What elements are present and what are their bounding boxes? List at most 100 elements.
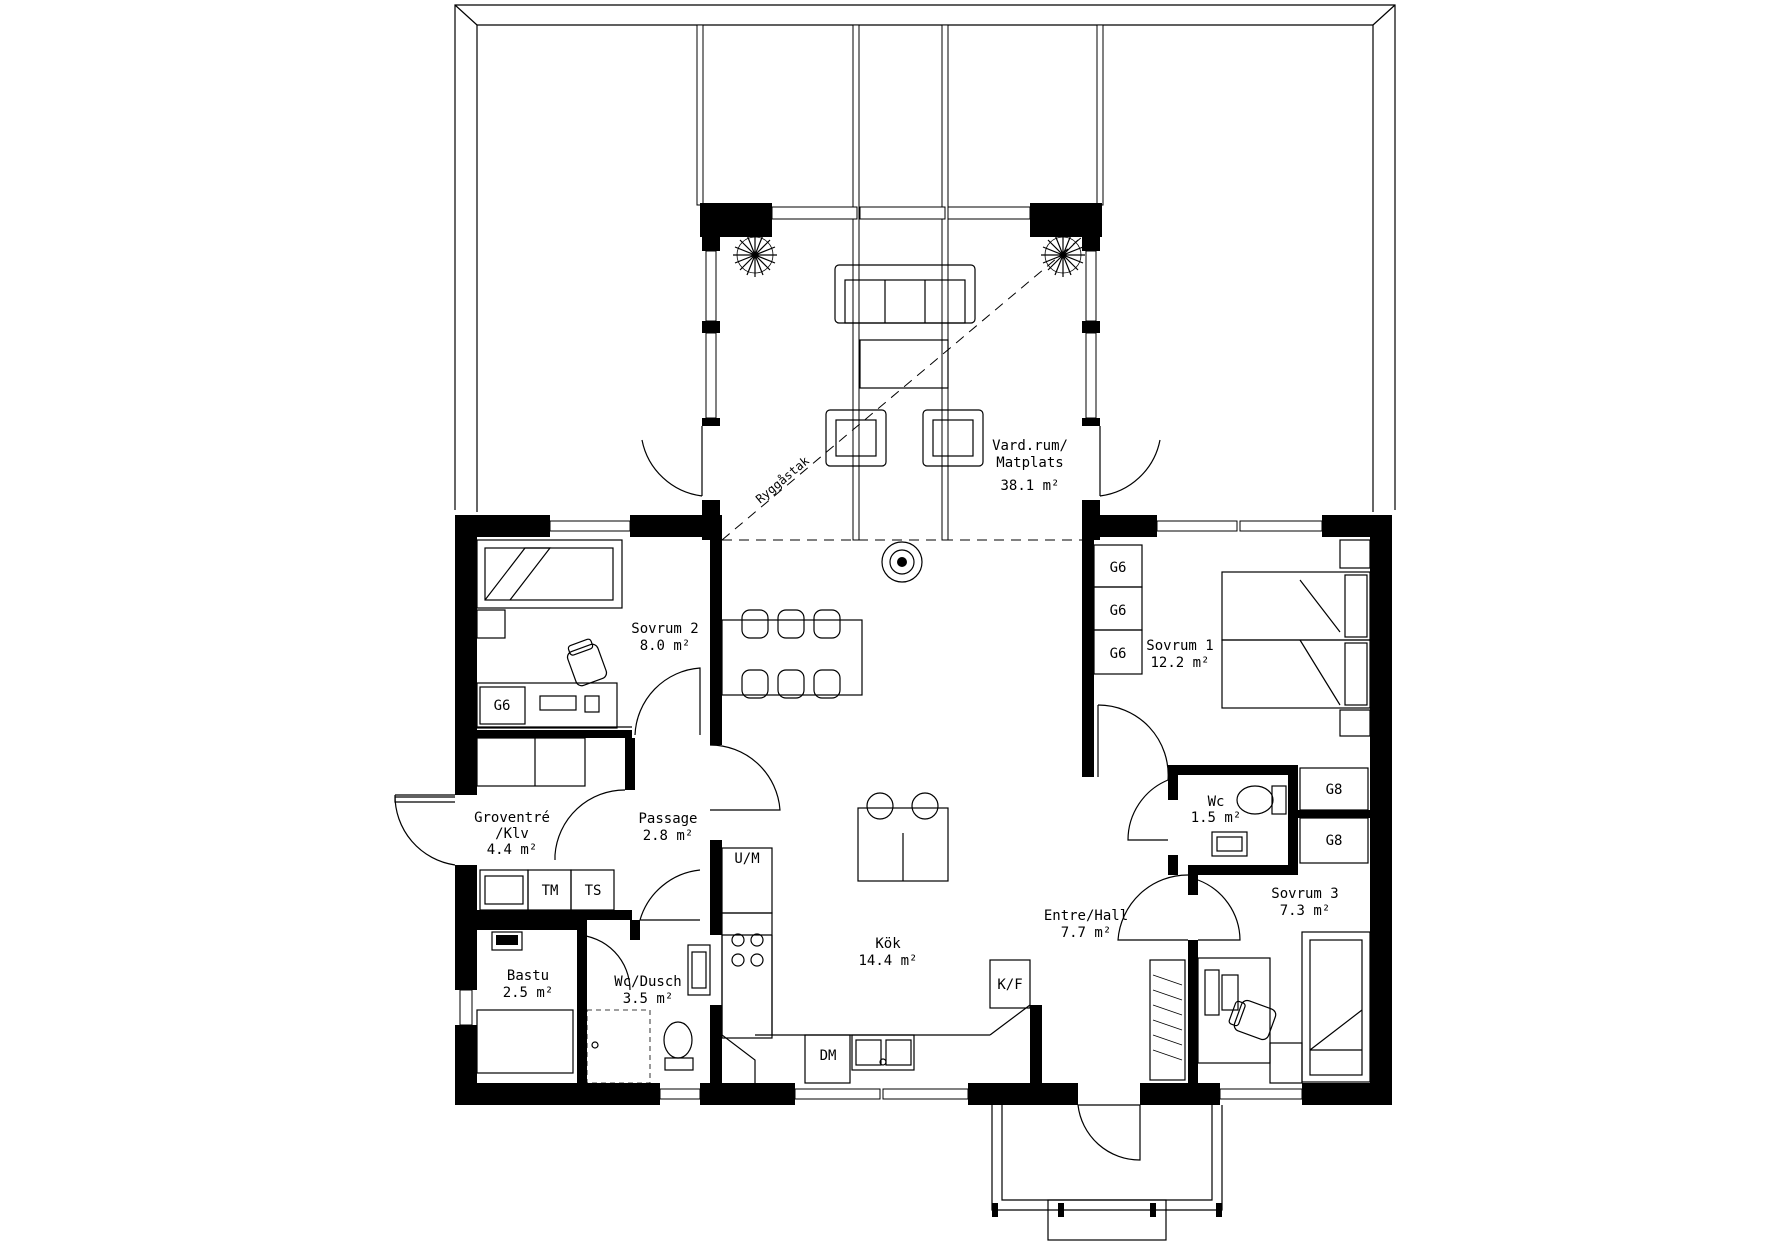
room-name-groventre-2: /Klv xyxy=(495,826,529,842)
door-swing-icon xyxy=(641,426,703,497)
room-name-vardrum-1: Vard.rum/ xyxy=(992,438,1068,454)
window-icon xyxy=(882,1088,969,1100)
room-name-sovrum2: Sovrum 2 xyxy=(631,621,698,637)
plant-icon xyxy=(1041,233,1085,277)
closet-label: G6 xyxy=(1110,560,1127,576)
outer-door-frame xyxy=(394,796,455,803)
room-area-entre: 7.7 m² xyxy=(1061,925,1112,941)
shower-drain xyxy=(591,1041,599,1049)
bed-icon xyxy=(476,539,623,609)
armchair-icon xyxy=(922,409,984,467)
room-area-bastu: 2.5 m² xyxy=(503,985,554,1001)
door-swing-icon xyxy=(1097,704,1169,781)
door-swing-icon xyxy=(394,794,456,866)
armchair-icon xyxy=(825,409,887,467)
room-area-sovrum1: 12.2 m² xyxy=(1150,655,1209,671)
room-area-wc: 1.5 m² xyxy=(1191,810,1242,826)
room-area-kok: 14.4 m² xyxy=(858,953,917,969)
tumble-label: TS xyxy=(585,883,602,899)
closet-label: G8 xyxy=(1326,782,1343,798)
outer-walls xyxy=(455,515,1392,1105)
sauna-heater-icon xyxy=(491,931,523,951)
fridge-freezer xyxy=(989,959,1031,1009)
window-icon xyxy=(1085,332,1097,419)
window-icon xyxy=(705,250,717,322)
desk xyxy=(476,682,632,732)
toilet-icon xyxy=(663,1021,694,1071)
window-icon xyxy=(1219,1088,1303,1100)
room-name-sovrum1: Sovrum 1 xyxy=(1146,638,1213,654)
dining-table xyxy=(721,619,863,696)
desk xyxy=(1197,957,1271,1064)
sofa-icon xyxy=(834,264,976,324)
nightstand xyxy=(476,609,506,639)
nightstand xyxy=(1269,1042,1303,1084)
window-icon xyxy=(1239,520,1323,532)
room-name-kok: Kök xyxy=(875,936,901,952)
door-swing-icon xyxy=(1099,426,1161,497)
room-area-wcdusch: 3.5 m² xyxy=(623,991,674,1007)
bed-icon xyxy=(1301,931,1371,1083)
roof-label: Ryggåstak xyxy=(753,453,812,506)
door-swing-icon xyxy=(1127,779,1169,841)
utility-row xyxy=(479,869,615,911)
door-swing-icon xyxy=(1197,879,1241,941)
window-icon xyxy=(705,332,717,419)
desk-chair-icon xyxy=(566,638,608,687)
room-name-passage: Passage xyxy=(638,811,697,827)
closet-label: G6 xyxy=(494,698,511,714)
shower-area xyxy=(586,1009,651,1084)
room-area-vardrum: 38.1 m² xyxy=(1000,478,1059,494)
dishwasher xyxy=(804,1034,851,1084)
window-icon xyxy=(794,1088,881,1100)
sauna-bench xyxy=(476,1009,574,1074)
dining-chairs xyxy=(741,609,841,699)
passage-closet xyxy=(476,737,586,787)
door-swing-icon xyxy=(1077,1104,1141,1161)
living-bay-walls xyxy=(641,203,1161,540)
pergola-beams xyxy=(696,24,1104,541)
room-name-entre: Entre/Hall xyxy=(1044,908,1128,924)
wardrobe xyxy=(1093,544,1143,675)
room-name-sovrum3: Sovrum 3 xyxy=(1271,886,1338,902)
fireplace-icon xyxy=(881,541,923,583)
room-name-bastu: Bastu xyxy=(507,968,549,984)
window-icon xyxy=(659,1088,701,1100)
room-area-sovrum3: 7.3 m² xyxy=(1280,903,1331,919)
door-swing-icon xyxy=(554,789,626,860)
room-name-wcdusch: Wc/Dusch xyxy=(614,974,681,990)
door-swing-icon xyxy=(709,744,781,811)
kitchen-island xyxy=(857,792,949,882)
dishwasher-label: DM xyxy=(820,1048,837,1064)
linen-closets xyxy=(1299,767,1369,864)
coat-rack xyxy=(1149,959,1186,1081)
plant-icon xyxy=(733,233,777,277)
window-icon xyxy=(859,206,946,220)
door-swing-icon xyxy=(634,667,701,736)
desk-chair-icon xyxy=(1228,999,1277,1041)
door-swing-icon xyxy=(1117,874,1189,941)
closet-label: G6 xyxy=(1110,603,1127,619)
closet-label: G8 xyxy=(1326,833,1343,849)
coffee-table xyxy=(859,339,949,389)
door-swing-icon xyxy=(639,869,701,921)
room-name-wc: Wc xyxy=(1208,794,1225,810)
window-icon xyxy=(549,520,631,532)
window-icon xyxy=(459,989,473,1026)
interior-walls xyxy=(477,537,1370,1085)
room-labels: Vard.rum/ Matplats 38.1 m² Sovrum 2 8.0 … xyxy=(474,438,1339,1007)
room-name-groventre-1: Groventré xyxy=(474,810,550,826)
fridge-label: U/M xyxy=(734,851,759,867)
door-swing-icon xyxy=(576,934,631,991)
window-icon xyxy=(947,206,1031,220)
closet-label: G6 xyxy=(1110,646,1127,662)
sink-icon xyxy=(687,944,711,996)
toilet-icon xyxy=(1236,785,1287,815)
entry-porch xyxy=(991,1104,1223,1241)
stove-icon xyxy=(731,933,764,967)
sink-icon xyxy=(851,1034,915,1071)
fridge-freezer-label: K/F xyxy=(997,977,1022,993)
window-icon xyxy=(771,206,858,220)
room-area-passage: 2.8 m² xyxy=(643,828,694,844)
